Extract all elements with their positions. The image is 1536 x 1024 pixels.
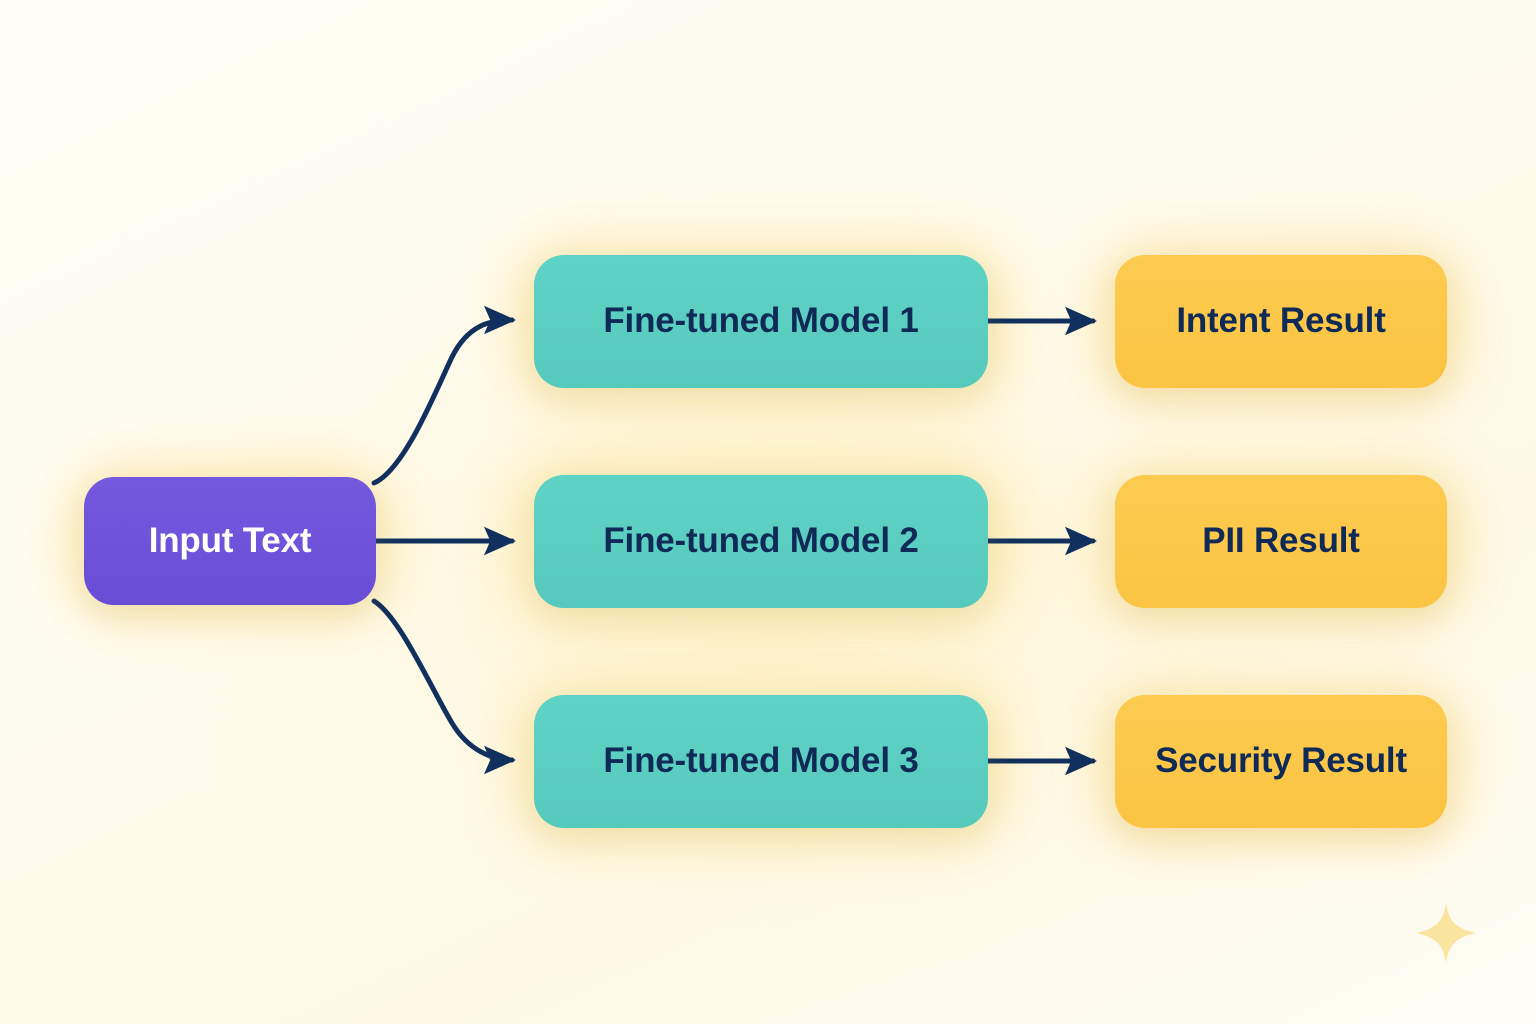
node-fine-tuned-model-2-label: Fine-tuned Model 2 — [603, 521, 919, 561]
node-fine-tuned-model-3-label: Fine-tuned Model 3 — [603, 741, 919, 781]
edge-input-to-model-3 — [371, 598, 516, 775]
node-security-result-label: Security Result — [1155, 741, 1407, 781]
node-security-result[interactable]: Security Result — [1115, 695, 1447, 828]
node-pii-result-label: PII Result — [1202, 521, 1360, 561]
node-fine-tuned-model-1-label: Fine-tuned Model 1 — [603, 301, 919, 341]
sparkle-icon — [1416, 903, 1476, 963]
node-fine-tuned-model-3[interactable]: Fine-tuned Model 3 — [534, 695, 988, 828]
edge-input-to-model-1 — [371, 305, 517, 486]
node-fine-tuned-model-1[interactable]: Fine-tuned Model 1 — [534, 255, 988, 388]
node-intent-result-label: Intent Result — [1176, 301, 1386, 341]
node-intent-result[interactable]: Intent Result — [1115, 255, 1447, 388]
node-fine-tuned-model-2[interactable]: Fine-tuned Model 2 — [534, 475, 988, 608]
node-input-text-label: Input Text — [148, 520, 312, 560]
node-pii-result[interactable]: PII Result — [1115, 475, 1447, 608]
node-input-text[interactable]: Input Text — [84, 477, 376, 605]
